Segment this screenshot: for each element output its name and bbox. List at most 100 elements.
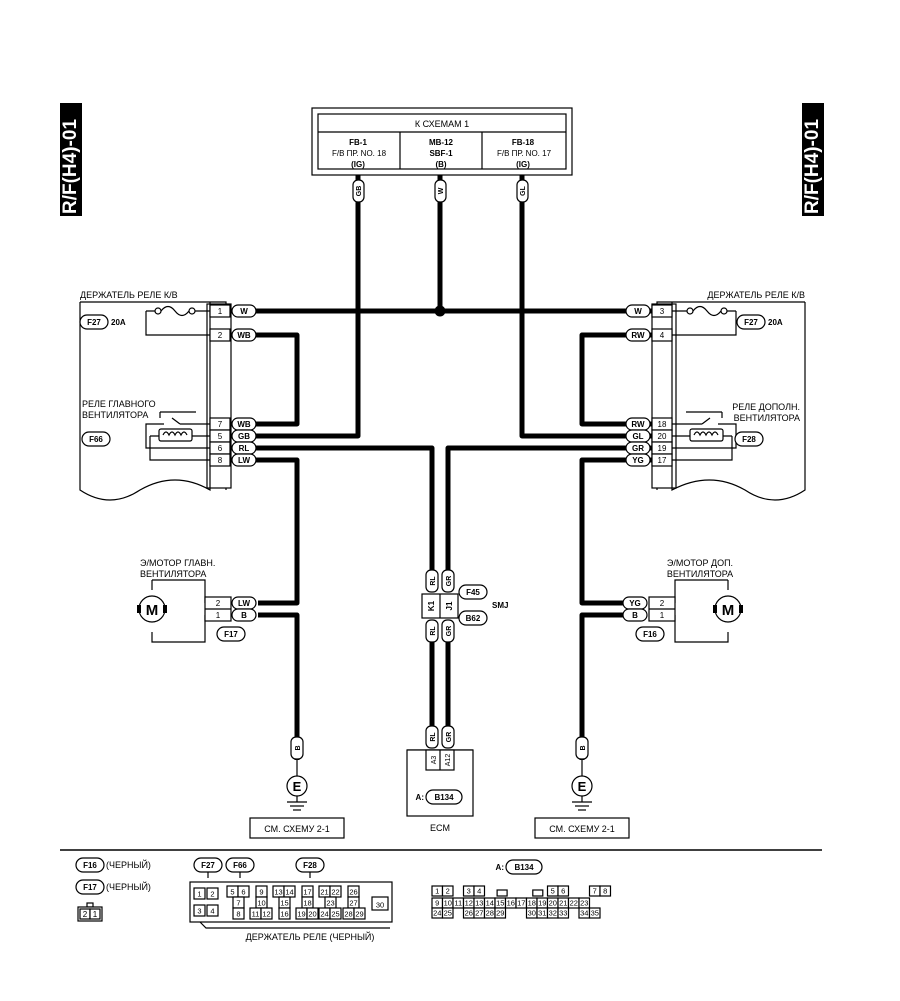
ecm-pin-12-label: 12	[465, 899, 473, 908]
ecm-pin-14-label: 14	[486, 899, 494, 908]
top-box-title: К СХЕМАМ 1	[415, 119, 469, 129]
top-col1-line2: F/B ПР. NO. 18	[332, 149, 387, 158]
holder-pin-25-cell	[329, 907, 342, 920]
holder-pin-28-label: 28	[344, 910, 352, 919]
left-motor-label1: Э/МОТОР ГЛАВН.	[140, 558, 215, 568]
svg-text:GB: GB	[356, 186, 363, 197]
ecm-pin-2-cell	[441, 885, 454, 897]
svg-text:3: 3	[660, 307, 665, 316]
svg-text:7: 7	[218, 420, 223, 429]
holder-pin-3-label: 3	[197, 907, 201, 916]
top-col3-line1: FB-18	[512, 138, 535, 147]
svg-text:GR: GR	[632, 444, 644, 453]
holder-pin-12-label: 12	[262, 910, 270, 919]
right-relay-symbol	[672, 411, 737, 461]
holder-pin-18-label: 18	[303, 899, 311, 908]
ecm-pin-17-label: 17	[517, 899, 525, 908]
wires	[231, 175, 653, 760]
ecm-pin-10-label: 10	[444, 899, 452, 908]
svg-text:RL: RL	[430, 626, 437, 636]
svg-text:B: B	[580, 745, 587, 750]
top-col1-line1: FB-1	[349, 138, 367, 147]
svg-text:20: 20	[658, 432, 667, 441]
ecm-key-tab	[532, 889, 544, 897]
smj-label: SMJ	[492, 601, 508, 610]
svg-text:1: 1	[660, 611, 665, 620]
ecm-pin-1-label: 1	[435, 887, 439, 896]
svg-text:6: 6	[218, 444, 223, 453]
ecm-label: ECM	[430, 823, 450, 833]
holder-pin-30-label: 30	[376, 901, 384, 910]
top-col2-line1: MB-12	[429, 138, 454, 147]
holder-desc: ДЕРЖАТЕЛЬ РЕЛЕ (ЧЕРНЫЙ)	[246, 931, 375, 942]
svg-text:W: W	[438, 187, 445, 194]
top-col3-line3: (IG)	[516, 160, 530, 169]
svg-text:RW: RW	[631, 420, 645, 429]
svg-text:GR: GR	[446, 576, 453, 587]
holder-pin-8-cell	[232, 907, 245, 920]
holder-pin-5-label: 5	[230, 888, 234, 897]
top-source-box: К СХЕМАМ 1 FB-1 F/B ПР. NO. 18 (IG) MB-1…	[311, 107, 573, 176]
right-fuse-symbol	[672, 305, 737, 336]
ecm-pin-6-label: 6	[561, 887, 565, 896]
left-relay-symbol	[145, 411, 210, 461]
svg-text:4: 4	[660, 331, 665, 340]
svg-text:F28: F28	[742, 435, 756, 444]
ecm-pin-27-label: 27	[475, 909, 483, 918]
ecm-pin-32-label: 32	[549, 909, 557, 918]
holder-pin-29-cell	[353, 907, 366, 920]
ecm-pin-34-label: 34	[580, 909, 588, 918]
svg-text:2: 2	[218, 331, 223, 340]
holder-pin-29-label: 29	[355, 910, 363, 919]
ecm-pin-35-cell	[588, 907, 601, 919]
svg-text:F45: F45	[466, 588, 480, 597]
holder-pin-15-label: 15	[280, 899, 288, 908]
left-fan-motor: Э/МОТОР ГЛАВН. ВЕНТИЛЯТОРА M 2 1 LW B F1…	[137, 558, 257, 643]
ecm-pin-29-cell	[494, 907, 507, 919]
ecm-pin-16-label: 16	[507, 899, 515, 908]
holder-pin-20-label: 20	[308, 910, 316, 919]
left-relay-label2: ВЕНТИЛЯТОРА	[82, 410, 148, 420]
page-side-tab-right: R/F(H4)-01	[802, 103, 824, 216]
svg-text:B: B	[632, 611, 638, 620]
ecm-pin-7-label: 7	[593, 887, 597, 896]
right-motor-label1: Э/МОТОР ДОП.	[667, 558, 733, 568]
svg-text:F27: F27	[744, 318, 758, 327]
ecm-pin-21-label: 21	[559, 899, 567, 908]
svg-text:2: 2	[660, 599, 665, 608]
right-relay-holder: ДЕРЖАТЕЛЬ РЕЛЕ К/В 3 4 18 20 19 17 W RW …	[625, 290, 806, 501]
holder-pin-11-label: 11	[252, 910, 260, 919]
ecm-pin-23-label: 23	[580, 899, 588, 908]
top-col2-line2: SBF-1	[429, 149, 453, 158]
right-ground-ref: СМ. СХЕМУ 2-1	[549, 824, 615, 834]
ecm-pin-35-label: 35	[591, 909, 599, 918]
svg-text:E: E	[293, 779, 302, 794]
ecm-pin-26-label: 26	[465, 909, 473, 918]
svg-text:GL: GL	[520, 185, 527, 195]
svg-text:GR: GR	[446, 732, 453, 743]
ecm-pin-29-label: 29	[496, 909, 504, 918]
ecm-pin-24-label: 24	[433, 909, 441, 918]
svg-text:A12: A12	[445, 754, 452, 767]
holder-pin-26-label: 26	[349, 888, 357, 897]
junction-dot	[434, 305, 446, 317]
ecm-pin-4-label: 4	[477, 887, 481, 896]
left-fuse-rating: 20A	[111, 318, 126, 327]
ecm-pin-2-label: 2	[446, 887, 450, 896]
svg-text:5: 5	[218, 432, 223, 441]
smj-conn-bottom	[458, 610, 488, 626]
ecm-pin-31-label: 31	[538, 909, 546, 918]
ecm-key-tab	[496, 889, 508, 897]
svg-text:W: W	[240, 307, 248, 316]
holder-pin-10-label: 10	[257, 899, 265, 908]
holder-pin-30-cell	[371, 896, 389, 911]
left-ground-ref: СМ. СХЕМУ 2-1	[264, 824, 330, 834]
svg-text:RW: RW	[631, 331, 645, 340]
svg-text:RL: RL	[430, 576, 437, 586]
svg-text:F16: F16	[643, 630, 657, 639]
top-col3-line2: F/B ПР. NO. 17	[497, 149, 552, 158]
right-fuse-rating: 20A	[768, 318, 783, 327]
